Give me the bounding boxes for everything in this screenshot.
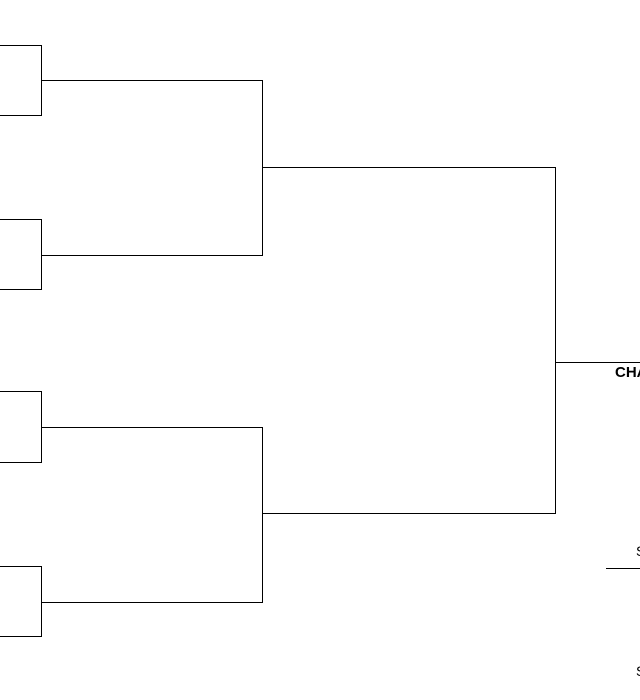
side-label-2: S	[636, 664, 640, 678]
round1-slot-1	[0, 45, 42, 116]
semifinal-connector-bottom	[41, 427, 263, 603]
round1-slot-2	[0, 219, 42, 290]
champion-label: CHA	[615, 364, 640, 381]
side-label-underline	[606, 568, 640, 569]
side-label-1: S	[636, 544, 640, 558]
final-connector	[262, 167, 556, 514]
semifinal-connector-top	[41, 80, 263, 256]
round1-slot-4	[0, 566, 42, 637]
round1-slot-3	[0, 391, 42, 463]
